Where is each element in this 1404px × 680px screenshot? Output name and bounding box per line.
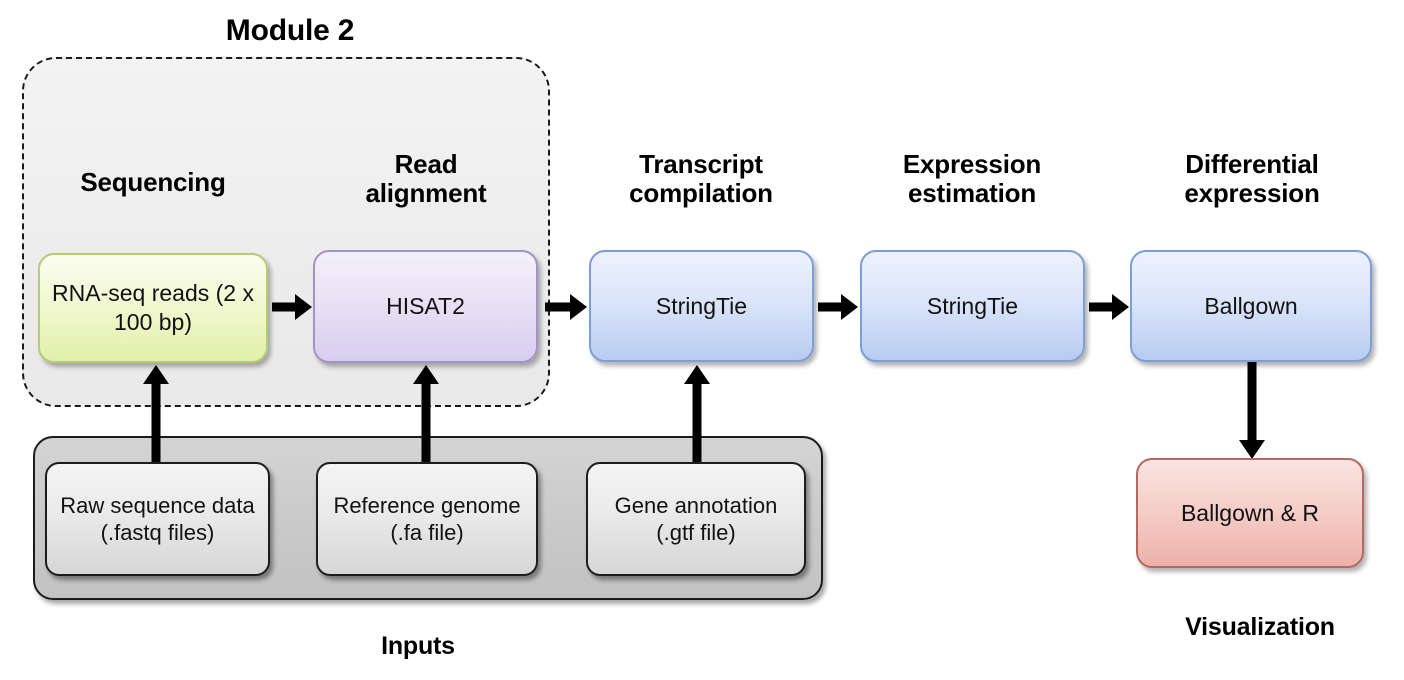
arrow-reference-genome-to-hisat2	[413, 365, 439, 465]
arrow-head	[841, 294, 858, 320]
arrow-ballgown-to-visualization	[1239, 362, 1265, 459]
stage-label-sequencing: Sequencing	[43, 167, 263, 197]
node-hisat2[interactable]: HISAT2	[313, 250, 538, 363]
node-stringtie-estimation[interactable]: StringTie	[860, 250, 1085, 362]
stage-label-transcript-compilation-line1: Transcript	[639, 149, 763, 179]
arrow-shaft	[421, 383, 431, 465]
stage-label-differential-expression-line2: expression	[1184, 178, 1320, 209]
node-ballgown[interactable]: Ballgown	[1130, 250, 1372, 362]
stage-label-transcript-compilation: Transcript compilation	[595, 149, 807, 209]
arrow-gene-annotation-to-stringtie	[684, 365, 710, 465]
stage-label-differential-expression: Differential expression	[1146, 149, 1358, 209]
input-gene-annotation[interactable]: Gene annotation (.gtf file)	[586, 462, 806, 576]
stage-label-read-alignment-line1: Read	[394, 149, 458, 179]
inputs-footer-label: Inputs	[381, 632, 455, 660]
input-raw-sequence-data[interactable]: Raw sequence data (.fastq files)	[45, 462, 270, 576]
stage-label-expression-estimation: Expression estimation	[866, 149, 1078, 209]
input-raw-sequence-data-label: Raw sequence data (.fastq files)	[60, 492, 255, 546]
node-ballgown-and-r[interactable]: Ballgown & R	[1136, 458, 1364, 568]
arrow-head	[413, 365, 439, 384]
node-ballgown-and-r-label: Ballgown & R	[1180, 499, 1320, 526]
stage-label-expression-estimation-line2: estimation	[907, 178, 1037, 209]
arrow-shaft	[818, 302, 844, 312]
node-rna-seq-reads-label: RNA-seq reads (2 x 100 bp)	[52, 280, 254, 335]
stage-label-expression-estimation-line1: Expression	[902, 149, 1042, 179]
node-rna-seq-reads[interactable]: RNA-seq reads (2 x 100 bp)	[38, 253, 268, 363]
arrow-head	[1239, 440, 1265, 459]
stage-label-read-alignment: Read alignment	[320, 149, 532, 209]
arrow-head	[1112, 294, 1129, 320]
node-stringtie-compilation-label: StringTie	[655, 292, 748, 319]
stage-label-differential-expression-line1: Differential	[1185, 149, 1319, 179]
node-stringtie-estimation-label: StringTie	[926, 292, 1019, 319]
arrow-shaft	[151, 383, 161, 465]
stage-label-transcript-compilation-line2: compilation	[629, 178, 773, 209]
stage-label-sequencing-line1: Sequencing	[80, 167, 226, 197]
arrow-head	[143, 365, 169, 384]
node-stringtie-compilation[interactable]: StringTie	[589, 250, 814, 362]
arrow-stringtie-compilation-to-estimation	[818, 294, 858, 320]
arrow-head	[684, 365, 710, 384]
arrow-raw-sequence-data-to-reads	[143, 365, 169, 465]
input-reference-genome-label: Reference genome (.fa file)	[333, 492, 521, 546]
arrow-reads-to-hisat2	[272, 294, 312, 320]
arrow-stringtie-estimation-to-ballgown	[1089, 294, 1129, 320]
arrow-shaft	[1089, 302, 1115, 312]
input-reference-genome[interactable]: Reference genome (.fa file)	[316, 462, 538, 576]
arrow-shaft	[545, 302, 573, 312]
arrow-shaft	[272, 302, 298, 312]
arrow-shaft	[692, 383, 702, 465]
stage-label-read-alignment-line2: alignment	[365, 178, 487, 209]
arrow-head	[295, 294, 312, 320]
input-gene-annotation-label: Gene annotation (.gtf file)	[614, 492, 778, 546]
node-ballgown-label: Ballgown	[1204, 292, 1298, 319]
arrow-shaft	[1247, 362, 1257, 441]
visualization-footer-label: Visualization	[1185, 613, 1335, 641]
arrow-hisat2-to-stringtie-compilation	[545, 294, 587, 320]
arrow-head	[570, 294, 587, 320]
module-title: Module 2	[225, 14, 355, 47]
node-hisat2-label: HISAT2	[386, 293, 465, 320]
